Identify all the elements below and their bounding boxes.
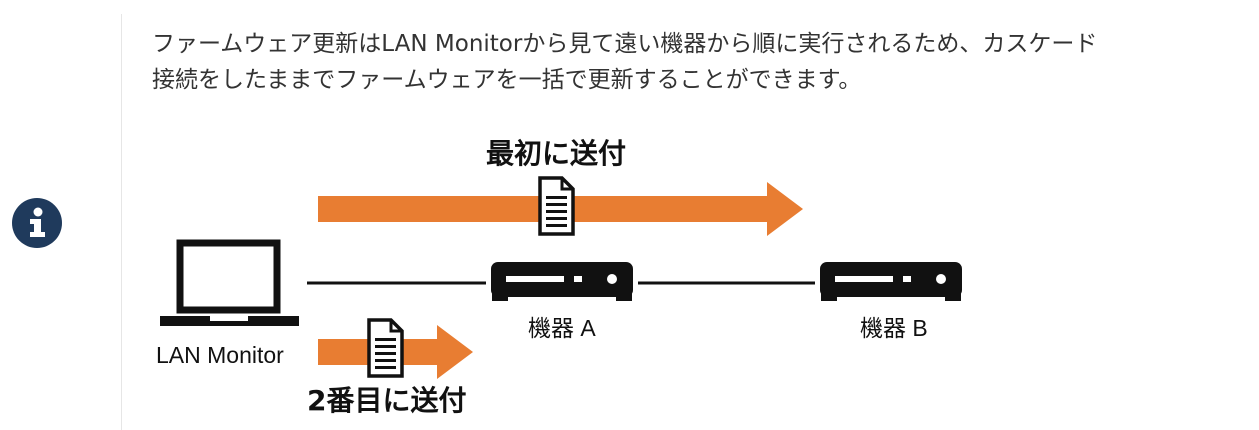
first-send-label: 最初に送付 [486, 137, 626, 170]
router-icon [820, 262, 962, 301]
description-line-1: ファームウェア更新はLAN Monitorから見て遠い機器から順に実行されるため… [152, 31, 1098, 57]
info-icon [12, 198, 62, 248]
document-icon [538, 176, 575, 236]
laptop-icon [160, 239, 299, 326]
second-send-label: 2番目に送付 [307, 384, 466, 417]
description-text: ファームウェア更新はLAN Monitorから見て遠い機器から順に実行されるため… [152, 26, 1252, 98]
document-icon [367, 318, 404, 378]
callout-divider [121, 14, 122, 430]
lan-monitor-label: LAN Monitor [156, 342, 284, 368]
device-b-label: 機器 B [860, 315, 928, 341]
device-a-label: 機器 A [528, 315, 596, 341]
description-line-2: 接続をしたままでファームウェアを一括で更新することができます。 [152, 67, 862, 93]
router-icon [491, 262, 633, 301]
